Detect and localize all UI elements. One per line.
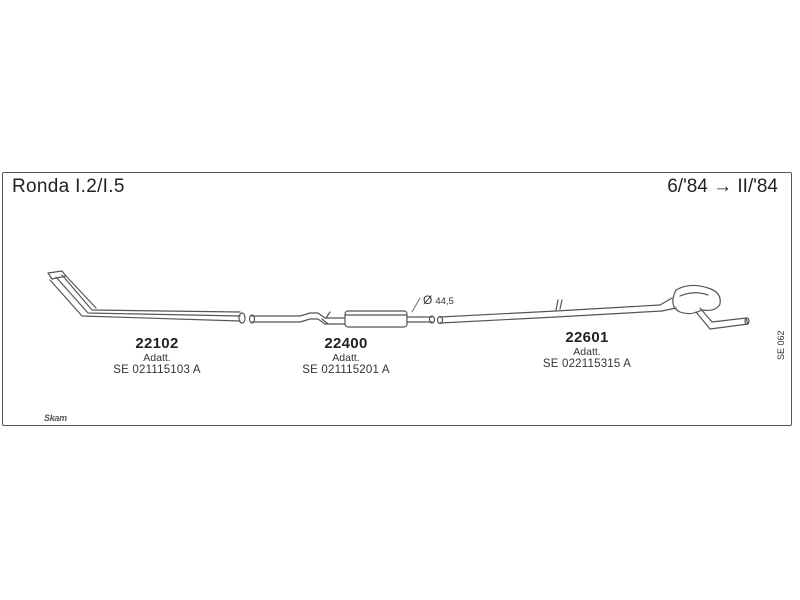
- part-label-front: 22102 Adatt. SE 021115103 A: [113, 335, 200, 378]
- oem-code: SE 021115103 A: [113, 364, 201, 377]
- vehicle-model-title: Ronda I.2/I.5: [12, 176, 125, 197]
- oem-code: SE 022115315 A: [542, 358, 632, 371]
- center-muffler-drawing: [248, 310, 436, 328]
- adapt-label: Adatt.: [573, 346, 601, 359]
- rear-silencer-drawing: [436, 284, 750, 330]
- front-downpipe-drawing: [47, 270, 246, 324]
- production-period: 6/'84 → II/'84: [667, 176, 778, 197]
- part-number: 22601: [565, 329, 609, 346]
- adapt-label: Adatt.: [143, 352, 171, 365]
- part-label-center: 22400 Adatt. SE 021115201 A: [302, 335, 389, 378]
- diagram-panel: [2, 172, 792, 426]
- diameter-icon: Ø: [423, 293, 433, 307]
- part-label-rear: 22601 Adatt. SE 022115315 A: [543, 329, 631, 372]
- brand-logo: Skam: [44, 413, 67, 423]
- part-number: 22102: [135, 335, 179, 352]
- part-number: 22400: [324, 335, 368, 352]
- oem-code: SE 021115201 A: [302, 364, 390, 377]
- adapt-label: Adatt.: [332, 352, 360, 365]
- drawing-code: SE 062: [776, 330, 786, 360]
